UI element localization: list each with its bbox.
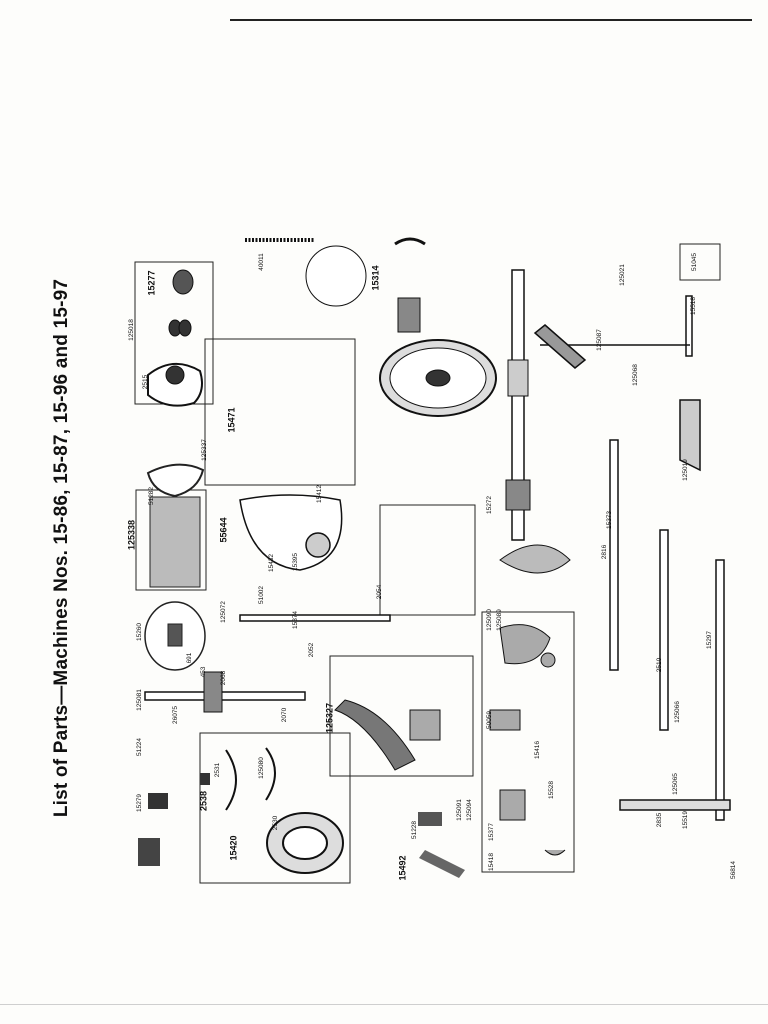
part-label: 125091 [455, 799, 463, 821]
part-label: 15492 [397, 855, 408, 881]
presser-parts [334, 699, 441, 771]
part-label: 125081 [135, 689, 143, 711]
part-label: 15395 [291, 552, 299, 572]
feed-parts-box [481, 611, 575, 873]
rock-shaft [533, 295, 731, 821]
part-label: 2530 [271, 815, 279, 831]
part-label: 125338 [126, 519, 137, 551]
part-label: 15518 [689, 296, 697, 316]
part-label: 2052 [307, 642, 315, 658]
part-label: 15297 [705, 630, 713, 650]
part-label: 2068 [219, 670, 227, 686]
part-label: 125021 [618, 264, 626, 286]
handwheel [245, 237, 497, 417]
part-label: 2515 [141, 374, 149, 390]
take-up-lever [239, 494, 391, 622]
small-parts-box-1 [204, 338, 356, 486]
part-label: 56814 [729, 860, 737, 880]
part-label: 125327 [324, 702, 335, 734]
throat-plate [144, 463, 206, 671]
part-label: 15412 [315, 484, 323, 504]
part-label: 453 [199, 666, 207, 678]
small-part-box-2 [679, 243, 721, 281]
bottom-rule [0, 1004, 768, 1005]
needle-bar [144, 671, 306, 713]
part-label: 691 [185, 652, 193, 664]
part-label: 125087 [595, 329, 603, 351]
part-label: 15373 [605, 510, 613, 530]
part-label: 55644 [218, 517, 229, 543]
part-label: 125066 [673, 701, 681, 723]
part-label: 125090 [485, 609, 493, 631]
top-rule [230, 19, 752, 21]
part-label: 125019 [681, 459, 689, 481]
part-label: 125080 [257, 757, 265, 779]
part-label: 15420 [228, 835, 239, 861]
part-label: 15471 [226, 407, 237, 433]
part-label: 15272 [485, 495, 493, 515]
part-label: 125089 [495, 609, 503, 631]
arm-shaft [499, 269, 571, 574]
part-label: 2510 [655, 657, 663, 673]
part-label: 2531 [213, 762, 221, 778]
part-label: 15374 [291, 610, 299, 630]
part-label: 125065 [671, 773, 679, 795]
tension-parts-box [379, 504, 476, 616]
part-label: 2538 [198, 790, 209, 812]
part-label: 15418 [487, 852, 495, 872]
part-label: 125094 [465, 799, 473, 821]
part-label: 51224 [135, 737, 143, 757]
part-label: 125018 [127, 319, 135, 341]
part-label: 15416 [533, 740, 541, 760]
part-label: 2835 [655, 812, 663, 828]
small-left-parts [138, 773, 465, 878]
shuttle-parts [225, 747, 344, 874]
part-label: 125337 [200, 439, 208, 461]
part-label: 15279 [135, 793, 143, 813]
part-label: 2054 [375, 584, 383, 600]
part-label: 51282 [147, 486, 155, 506]
shuttle-parts-box [199, 732, 351, 884]
part-label: 2070 [280, 707, 288, 723]
part-label: 15519 [681, 810, 689, 830]
part-label: 40011 [257, 253, 265, 271]
feed-mechanism [489, 624, 566, 856]
part-label: 51002 [257, 585, 265, 605]
part-label: 125068 [631, 364, 639, 386]
part-label: 15277 [146, 270, 157, 296]
part-label: 51228 [410, 820, 418, 840]
part-label: 26075 [171, 705, 179, 725]
part-label: 2816 [600, 544, 608, 560]
part-label: 50059 [485, 710, 493, 730]
part-label: 15377 [487, 822, 495, 842]
part-label: 15432 [267, 553, 275, 573]
part-label: 15314 [370, 265, 381, 291]
part-label: 51045 [690, 252, 698, 272]
presser-parts-box [329, 655, 474, 777]
part-label: 125072 [219, 601, 227, 623]
part-label: 15260 [135, 622, 143, 642]
part-label: 15528 [547, 780, 555, 800]
bobbin-case [147, 269, 203, 407]
